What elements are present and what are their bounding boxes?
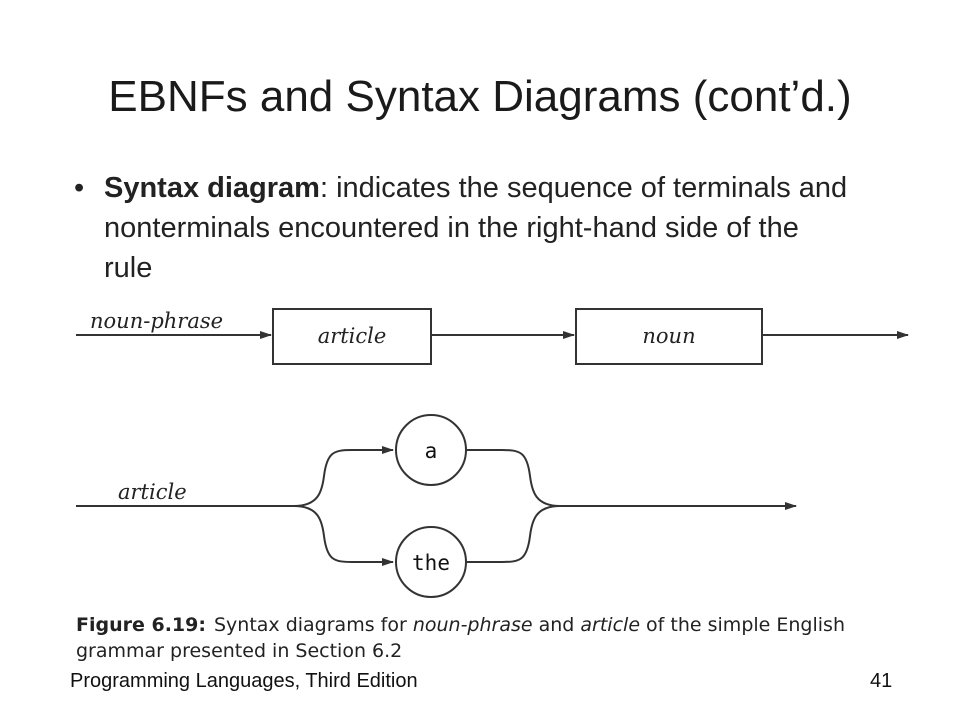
terminal-a-label: a bbox=[425, 439, 438, 463]
page-number: 41 bbox=[870, 670, 893, 692]
upper-branch-out bbox=[466, 449, 561, 507]
article-box-label: article bbox=[318, 324, 387, 348]
lower-branch-in bbox=[293, 505, 394, 566]
bullet-marker: • bbox=[74, 172, 85, 204]
noun-box-label: noun bbox=[642, 324, 695, 348]
caption-part-1: Syntax diagrams for bbox=[213, 614, 413, 636]
terminal-the-label: the bbox=[412, 551, 450, 575]
caption-part-3: of the simple English grammar presented … bbox=[76, 614, 845, 662]
article-box bbox=[272, 308, 432, 365]
caption-term-1: noun-phrase bbox=[412, 614, 533, 636]
bullet-text: Syntax diagram: indicates the sequence o… bbox=[104, 168, 854, 288]
bullet-point: • Syntax diagram: indicates the sequence… bbox=[74, 168, 854, 288]
figure-number: Figure 6.19: bbox=[76, 614, 206, 636]
bullet-term: Syntax diagram bbox=[104, 172, 320, 204]
noun-phrase-label: noun-phrase bbox=[90, 309, 223, 333]
noun-box bbox=[575, 308, 763, 365]
article-label: article bbox=[118, 480, 187, 504]
noun-phrase-diagram: noun-phrase article noun bbox=[76, 308, 909, 365]
caption-part-2: and bbox=[532, 614, 581, 636]
lower-branch-out bbox=[466, 505, 561, 563]
upper-branch-in bbox=[293, 446, 394, 507]
slide-title: EBNFs and Syntax Diagrams (cont’d.) bbox=[108, 72, 852, 121]
article-diagram: article a the bbox=[76, 414, 797, 598]
bullet-description: : indicates the sequence of terminals an… bbox=[104, 172, 848, 284]
footer-book-title: Programming Languages, Third Edition bbox=[70, 670, 418, 692]
caption-term-2: article bbox=[580, 614, 641, 636]
figure-caption: Figure 6.19: Syntax diagrams for noun-phr… bbox=[76, 612, 896, 664]
